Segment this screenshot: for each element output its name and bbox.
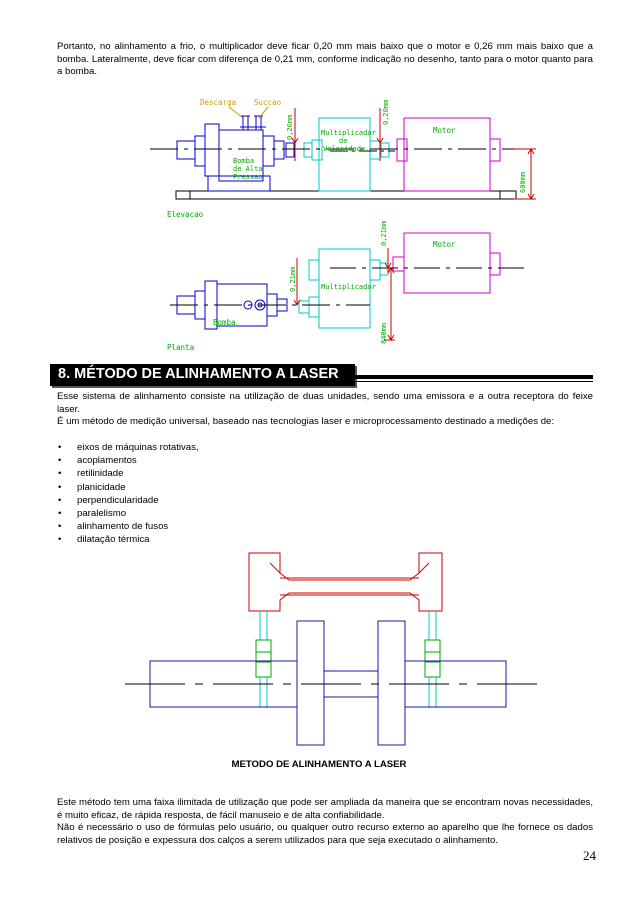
list-item: •perpendicularidade: [58, 494, 159, 506]
laser-emitter: [255, 639, 272, 678]
dim-840: 840mm: [380, 323, 388, 344]
laser-bracket: [248, 552, 443, 612]
bullet: •: [58, 521, 62, 533]
label-motor-1: Motor: [433, 126, 456, 135]
dim-021a: 0,21mm: [289, 267, 297, 292]
label-bomba-plan: Bomba: [213, 318, 236, 327]
multiplier-plan: [298, 248, 389, 329]
dim-026: 0,26mm: [286, 115, 294, 140]
list-item: •acoplamentos: [58, 455, 137, 467]
plan-drawing: [170, 232, 525, 341]
dim-600: 600mm: [519, 172, 527, 193]
motor-elevation: [403, 117, 501, 192]
section-rule: [355, 375, 593, 379]
bullet: •: [58, 508, 62, 520]
closing-paragraph-2: Não é necessário o uso de fórmulas pelo …: [57, 822, 593, 846]
dim-020: 0,20mm: [382, 100, 390, 125]
section-title: 8. MÉTODO DE ALINHAMENTO A LASER: [58, 366, 339, 382]
laser-receiver: [424, 639, 441, 678]
list-item: •eixos de máquinas rotativas,: [58, 442, 199, 453]
section-intro: Esse sistema de alinhamento consiste na …: [57, 391, 593, 429]
dim-021b: 0,21mm: [380, 221, 388, 246]
label-mult-plan: Multiplicador: [321, 283, 376, 291]
laser-figure: [125, 552, 545, 746]
list-item: •planicidade: [58, 481, 126, 493]
label-mult-1: Multiplicador: [321, 129, 376, 137]
bullet: •: [58, 534, 62, 546]
section-paragraph-2: É um método de medição universal, basead…: [57, 416, 555, 428]
label-bomba-2: de Alta: [233, 165, 263, 173]
section-header-box: [50, 364, 355, 386]
closing-paragraph-1: Este método tem uma faixa ilimitada de u…: [57, 797, 593, 821]
label-descarga: Descarga: [200, 98, 236, 107]
list-item: •paralelismo: [58, 508, 127, 520]
list-item: •alinhamento de fusos: [58, 521, 169, 533]
bullet: •: [58, 455, 62, 467]
pump-elevation: [176, 115, 285, 192]
label-bomba-1: Bomba: [233, 157, 254, 165]
label-succao: Succao: [254, 98, 282, 107]
page-number: 24: [583, 848, 596, 863]
bullet: •: [58, 442, 62, 453]
label-motor-2: Motor: [433, 240, 456, 249]
elevation-base: [175, 190, 517, 200]
section-rule-thin: [50, 381, 593, 382]
bullet: •: [58, 481, 62, 493]
laser-shafts: [149, 620, 507, 746]
intro-paragraph: Portanto, no alinhamento a frio, o multi…: [57, 41, 593, 78]
section-paragraph-1: Esse sistema de alinhamento consiste na …: [57, 391, 593, 415]
label-bomba-3: Pressao: [233, 173, 263, 181]
motor-plan: [392, 232, 501, 294]
measurement-list: •eixos de máquinas rotativas, •acoplamen…: [57, 441, 199, 547]
list-item: •dilatação térmica: [58, 534, 150, 546]
label-mult-3: Velocidade: [323, 145, 365, 153]
list-item: •retilinidade: [58, 468, 124, 480]
label-mult-2: de: [339, 137, 347, 145]
closing-text: Este método tem uma faixa ilimitada de u…: [57, 797, 593, 847]
label-elevacao: Elevacao: [167, 210, 204, 219]
label-planta: Planta: [167, 343, 194, 352]
bullet: •: [58, 494, 62, 506]
elevation-drawing: [150, 106, 536, 200]
bullet: •: [58, 468, 62, 480]
figure-caption: METODO DE ALINHAMENTO A LASER: [231, 759, 407, 770]
